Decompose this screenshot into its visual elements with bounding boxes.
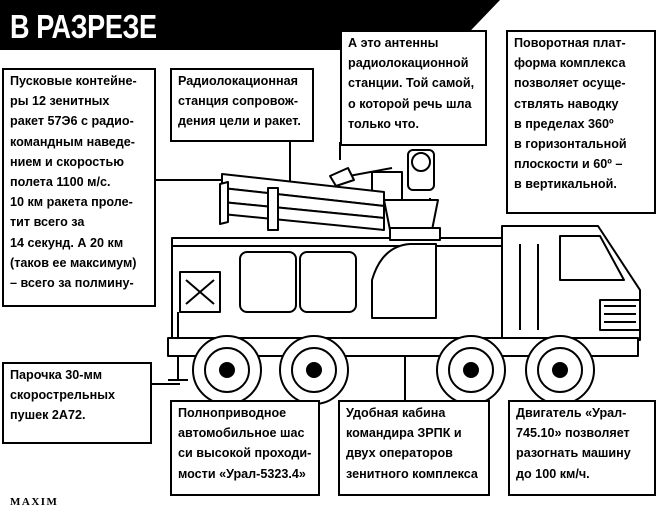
callout-platform-line: позволяет осуще- bbox=[514, 76, 626, 91]
wheel-2 bbox=[279, 335, 349, 405]
callout-antennas-line: о которой речь шла bbox=[348, 96, 472, 111]
callout-cabin-line: Удобная кабина bbox=[346, 406, 446, 420]
callout-launchers-line: 14 секунд. А 20 км bbox=[10, 235, 124, 250]
callout-chassis-line: си высокой проходи- bbox=[178, 446, 312, 461]
callout-launchers-line: командным наведе- bbox=[10, 134, 135, 149]
cabin-door bbox=[371, 243, 437, 319]
gun-mount-cross-b bbox=[185, 279, 215, 305]
callout-platform-line: ствлять наводку bbox=[514, 96, 619, 111]
callout-launchers-line: Пусковые контейне- bbox=[10, 74, 137, 88]
page-title-text: В РАЗРЕЗЕ bbox=[10, 8, 157, 45]
hatch-left bbox=[239, 251, 297, 313]
callout-radar-line: дения цели и ракет. bbox=[178, 114, 301, 129]
callout-guns-line: пушек 2А72. bbox=[10, 408, 86, 423]
callout-engine: Двигатель «Урал- 745.10» позволяет разогна… bbox=[508, 400, 656, 496]
callout-engine-line: разогнать машину bbox=[516, 446, 631, 461]
callout-launchers-line: полета 1100 м/с. bbox=[10, 175, 111, 190]
callout-cabin-line: двух операторов bbox=[346, 446, 453, 461]
radar-dome-base bbox=[389, 227, 441, 241]
callout-antennas-line: радиолокационной bbox=[348, 56, 469, 71]
callout-launchers-line: тит всего за bbox=[10, 215, 85, 230]
vehicle-hull bbox=[171, 237, 551, 339]
callout-platform-line: в горизонтальной bbox=[514, 137, 627, 152]
wheel-3 bbox=[436, 335, 506, 405]
callout-engine-line: 745.10» позволяет bbox=[516, 426, 630, 441]
callout-antennas-line: А это антенны bbox=[348, 36, 439, 50]
callout-launchers-line: – всего за полмину- bbox=[10, 276, 134, 291]
callout-platform: Поворотная плат-форма комплекса позволяет… bbox=[506, 30, 656, 214]
callout-chassis-line: Полноприводное bbox=[178, 406, 287, 420]
callout-antennas-line: только что. bbox=[348, 116, 419, 131]
callout-guns-line: скорострельных bbox=[10, 388, 116, 403]
callout-platform-line: Поворотная плат- bbox=[514, 36, 626, 50]
callout-engine-line: Двигатель «Урал- bbox=[516, 406, 627, 420]
callout-chassis: Полноприводное автомобильное шас си высоко… bbox=[170, 400, 320, 496]
callout-launchers-line: (таков ее максимум) bbox=[10, 255, 137, 270]
maxim-logo: MAXIM bbox=[10, 496, 59, 508]
callout-radar: Радиолокационная станция сопровож-дения ц… bbox=[170, 68, 314, 142]
callout-antennas: А это антенны радиолокационной станции. То… bbox=[340, 30, 487, 146]
callout-platform-line: форма комплекса bbox=[514, 56, 626, 71]
callout-engine-line: до 100 км/ч. bbox=[516, 466, 590, 481]
page-title: В РАЗРЕЗЕ bbox=[0, 0, 500, 50]
callout-cabin-line: зенитного комплекса bbox=[346, 466, 478, 481]
callout-platform-line: в вертикальной. bbox=[514, 177, 617, 192]
callout-guns: Парочка 30-мм скорострельных пушек 2А72. bbox=[2, 362, 152, 444]
wheel-1 bbox=[192, 335, 262, 405]
callout-guns-line: Парочка 30-мм bbox=[10, 368, 103, 382]
callout-radar-line: Радиолокационная bbox=[178, 74, 298, 88]
callout-launchers-line: ры 12 зенитных bbox=[10, 94, 110, 109]
callout-launchers-line: ракет 57Э6 с радио- bbox=[10, 114, 134, 129]
callout-launchers-line: 10 км ракета проле- bbox=[10, 195, 133, 210]
callout-cabin: Удобная кабина командира ЗРПК и двух опера… bbox=[338, 400, 490, 496]
truck-cab bbox=[501, 225, 641, 341]
callout-cabin-line: командира ЗРПК и bbox=[346, 426, 462, 441]
hatch-right bbox=[299, 251, 357, 313]
callout-radar-line: станция сопровож- bbox=[178, 94, 299, 109]
callout-antennas-line: станции. Той самой, bbox=[348, 76, 475, 91]
missile-launch-containers bbox=[219, 173, 385, 231]
antenna-bracket bbox=[329, 167, 355, 187]
wheel-4 bbox=[525, 335, 595, 405]
callout-launchers: Пусковые контейне-ры 12 зенитных ракет 57… bbox=[2, 68, 156, 307]
antenna-dish bbox=[411, 152, 431, 172]
callout-chassis-line: автомобильное шас bbox=[178, 426, 305, 441]
callout-platform-line: в пределах 360º bbox=[514, 116, 614, 131]
callout-platform-line: плоскости и 60º – bbox=[514, 157, 623, 172]
callout-launchers-line: нием и скоростью bbox=[10, 154, 124, 169]
callout-chassis-line: мости «Урал-5323.4» bbox=[178, 466, 306, 481]
